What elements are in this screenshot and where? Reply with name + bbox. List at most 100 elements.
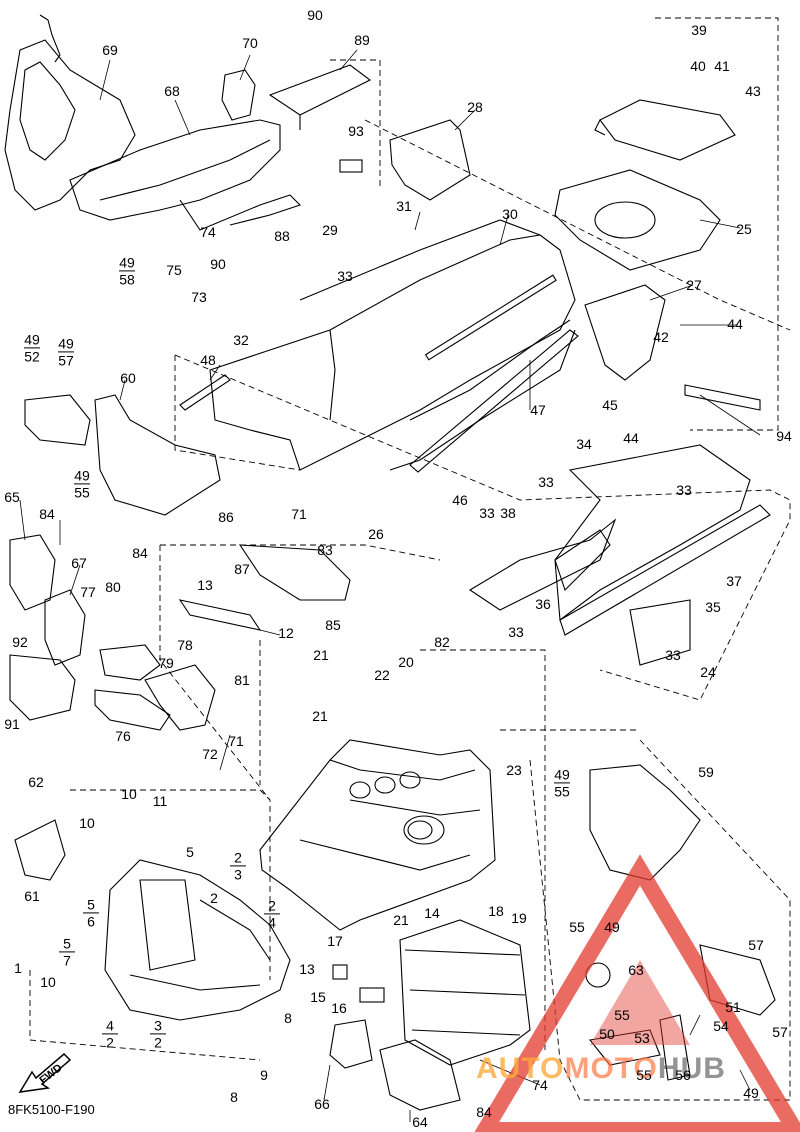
fraction-top: 49 [554, 766, 570, 783]
callout-2a: 2 [210, 890, 218, 906]
part-34 [554, 444, 751, 622]
part-37 [559, 504, 771, 636]
callout-44a: 44 [727, 316, 743, 332]
part-48 [179, 374, 231, 411]
front-bulkhead [104, 859, 291, 1021]
callout-93: 93 [348, 123, 364, 139]
callout-94: 94 [776, 428, 792, 444]
callout-89: 89 [354, 32, 370, 48]
callout-20: 20 [398, 654, 414, 670]
callout-41: 41 [714, 58, 730, 74]
callout-65: 65 [4, 489, 20, 505]
part-38 [468, 518, 617, 611]
callout-49a: 49 [604, 919, 620, 935]
callout-74-bottom: 74 [532, 1077, 548, 1093]
callout-1: 1 [14, 960, 22, 976]
diagram-code: 8FK5100-F190 [8, 1102, 95, 1117]
callout-8b: 8 [230, 1089, 238, 1105]
callout-56: 56 [675, 1067, 691, 1083]
fraction-top: 4 [106, 1017, 114, 1034]
callout-72: 72 [202, 746, 218, 762]
part-65 [9, 534, 56, 611]
fraction-bottom: 4 [268, 914, 276, 931]
callout-39: 39 [691, 22, 707, 38]
fraction-bottom: 7 [63, 952, 71, 969]
part-28 [389, 119, 471, 201]
part-16 [359, 987, 385, 1003]
fraction-top: 49 [74, 467, 90, 484]
callout-43: 43 [745, 83, 761, 99]
callout-35: 35 [705, 599, 721, 615]
part-67 [44, 589, 86, 666]
callout-10b: 10 [79, 815, 95, 831]
callout-33c: 33 [676, 482, 692, 498]
callout-57a: 57 [748, 937, 764, 953]
part-68 [69, 119, 281, 221]
callout-71a: 71 [291, 506, 307, 522]
part-14 [399, 919, 531, 1066]
fraction-top: 49 [58, 335, 74, 352]
part-64 [379, 1039, 461, 1111]
callout-84c: 84 [476, 1104, 492, 1120]
callout-83: 83 [317, 542, 333, 558]
callout-33e: 33 [508, 624, 524, 640]
fraction-top: 3 [154, 1017, 162, 1034]
callout-71b: 71 [228, 733, 244, 749]
callout-62: 62 [28, 774, 44, 790]
callout-57b: 57 [772, 1024, 788, 1040]
callout-90b: 90 [210, 256, 226, 272]
callout-80: 80 [105, 579, 121, 595]
fraction-top: 5 [63, 935, 71, 952]
watermark-logo [474, 854, 800, 1132]
callout-47: 47 [530, 402, 546, 418]
callout-24: 24 [700, 664, 716, 680]
callout-66: 66 [314, 1096, 330, 1112]
callout-81: 81 [234, 672, 250, 688]
part-60 [94, 394, 221, 516]
callout-21a: 21 [313, 647, 329, 663]
part-79 [99, 644, 161, 681]
callout-32: 32 [233, 332, 249, 348]
callout-79: 79 [158, 655, 174, 671]
callout-28: 28 [467, 99, 483, 115]
callout-11: 11 [152, 793, 168, 809]
part-12 [178, 599, 262, 631]
callout-38: 38 [500, 505, 516, 521]
fraction-bottom: 3 [234, 866, 242, 883]
callout-33f: 33 [665, 647, 681, 663]
callout-85: 85 [325, 617, 341, 633]
callout-10c: 10 [40, 974, 56, 990]
callout-22: 22 [374, 667, 390, 683]
fwd-arrow-icon: FWD [18, 1052, 72, 1093]
part-70 [221, 69, 256, 121]
fraction-bottom: 2 [106, 1034, 114, 1051]
callout-90: 90 [307, 7, 323, 23]
callout-50: 50 [599, 1026, 615, 1042]
callout-5a: 5 [186, 844, 194, 860]
callout-69: 69 [102, 42, 118, 58]
callout-55a: 55 [569, 919, 585, 935]
callout-67: 67 [71, 555, 87, 571]
callout-37: 37 [726, 573, 742, 589]
callout-46: 46 [452, 492, 468, 508]
callout-34: 34 [576, 436, 592, 452]
callout-60: 60 [120, 370, 136, 386]
callout-17: 17 [327, 933, 343, 949]
callout-84a: 84 [39, 506, 55, 522]
callout-33b: 33 [538, 474, 554, 490]
part-85 [238, 544, 351, 601]
callout-30: 30 [502, 206, 518, 222]
fraction-bottom: 57 [58, 352, 74, 369]
callout-33-top: 33 [337, 268, 353, 284]
callout-31: 31 [396, 198, 412, 214]
callout-36: 36 [535, 596, 551, 612]
fraction-top: 2 [268, 897, 276, 914]
